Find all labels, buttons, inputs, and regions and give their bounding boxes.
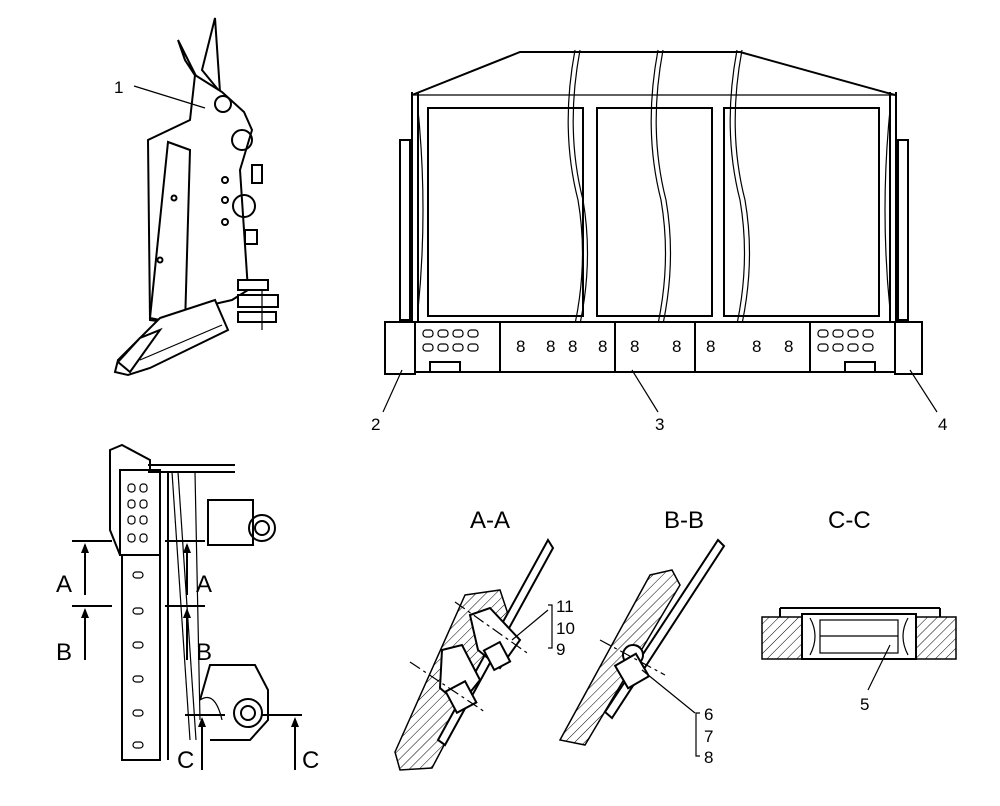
callout-11: 11: [556, 597, 574, 616]
callout-3: 3: [655, 415, 664, 434]
bolt-mark: 8: [568, 337, 577, 356]
section-title-b-b: B-B: [664, 507, 704, 534]
bolt-mark: 8: [630, 337, 639, 356]
leader-lines: [133, 85, 938, 757]
end-bit-holes-left: [422, 329, 479, 352]
plate-holes: [127, 483, 148, 749]
side-view: [113, 17, 279, 377]
section-title-c-c: C-C: [828, 507, 871, 534]
front-view: 8 8 8 8 8 8 8 8 8: [384, 49, 923, 375]
section-b-b: [558, 538, 726, 746]
section-side-view: [72, 443, 302, 770]
cut-marker-c-right: C: [302, 747, 319, 774]
callout-6: 6: [704, 705, 713, 724]
callout-4: 4: [938, 415, 947, 434]
bolt-mark: 8: [516, 337, 525, 356]
callout-7: 7: [704, 727, 713, 746]
bolt-mark: 8: [672, 337, 681, 356]
cut-marker-b-left: B: [56, 639, 72, 666]
bolt-mark: 8: [752, 337, 761, 356]
bolt-mark: 8: [546, 337, 555, 356]
callout-5: 5: [860, 695, 869, 714]
callout-10: 10: [556, 619, 575, 638]
cut-marker-a-right: A: [196, 571, 212, 598]
cut-marker-c-left: C: [177, 747, 194, 774]
section-c-c: [761, 607, 957, 660]
callout-8: 8: [704, 748, 713, 767]
callout-1: 1: [114, 78, 123, 97]
bolt-mark: 8: [598, 337, 607, 356]
end-bit-holes-right: [817, 329, 874, 352]
cut-marker-a-left: A: [56, 571, 72, 598]
callout-9: 9: [556, 640, 565, 659]
bolt-mark: 8: [784, 337, 793, 356]
cut-marker-b-right: B: [196, 639, 212, 666]
callout-2: 2: [371, 415, 380, 434]
bolt-mark: 8: [706, 337, 715, 356]
section-a-a: [394, 538, 555, 771]
section-title-a-a: A-A: [470, 507, 510, 534]
